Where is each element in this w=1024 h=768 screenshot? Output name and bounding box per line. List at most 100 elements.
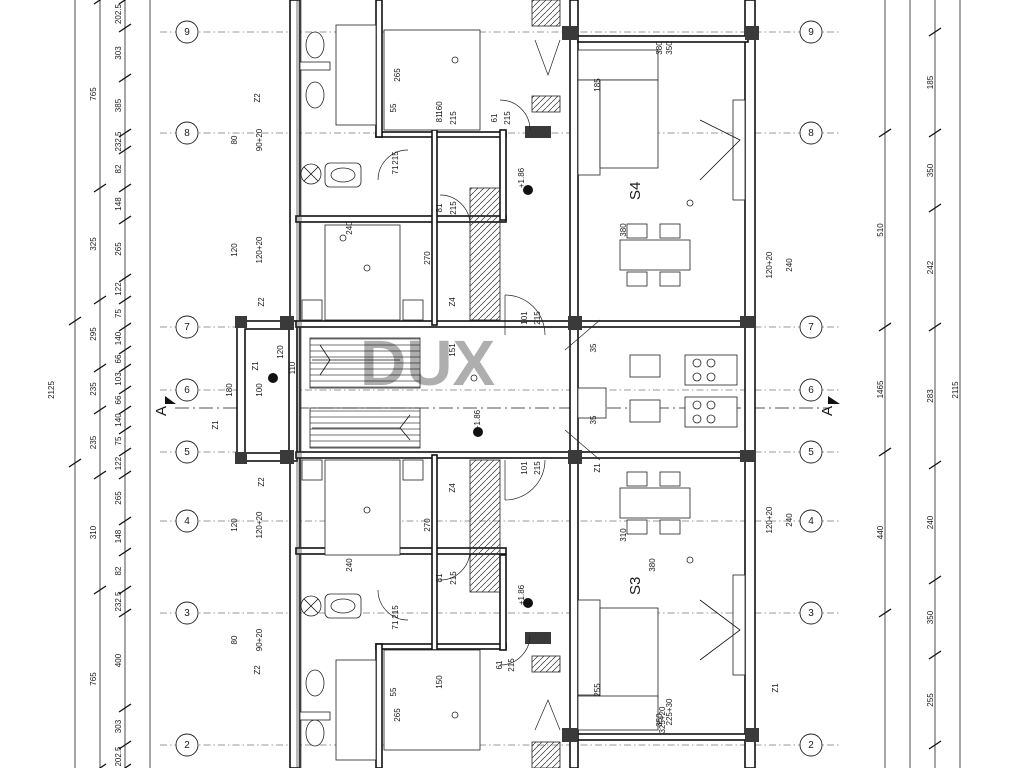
annotation-label: 380	[648, 558, 657, 572]
annotation-label: 270	[423, 251, 432, 265]
annotation-label: 215	[533, 311, 542, 325]
left-dimension-chains: 202.5303385232.5821482651227514066103661…	[47, 0, 151, 768]
annotation-label: +1.86	[473, 409, 482, 430]
dim-label: 303	[114, 46, 123, 60]
annotation-label: 215	[503, 111, 512, 125]
dim-label: 140	[114, 331, 123, 345]
dim-tick	[118, 516, 132, 526]
building-walls	[235, 0, 759, 768]
annotation-label: 35	[589, 343, 598, 352]
dim-tick	[118, 145, 132, 155]
dim-label: 765	[89, 87, 98, 101]
dim-tick	[118, 128, 132, 138]
grid-bubble: 5	[175, 440, 199, 464]
annotation-label: 120+20	[765, 251, 774, 278]
dim-label: 350	[926, 610, 935, 624]
grid-bubble: 9	[175, 20, 199, 44]
annotation-label: Z2	[257, 477, 266, 487]
dim-label: 202.5	[114, 3, 123, 24]
dim-label: 303	[114, 719, 123, 733]
dim-tick	[118, 447, 132, 457]
dim-label: 140	[114, 413, 123, 427]
grid-bubble: 7	[799, 315, 823, 339]
dim-tick	[118, 73, 132, 83]
grid-bubble: 6	[175, 378, 199, 402]
dim-tick	[68, 458, 82, 468]
annotation-label: Z2	[253, 93, 262, 103]
grid-bubble: 7	[175, 315, 199, 339]
annotation-label: 325+20	[658, 706, 667, 733]
staircase	[309, 337, 421, 449]
annotation-label: 120	[230, 518, 239, 532]
annotation-label: 350	[665, 41, 674, 55]
dim-tick	[68, 316, 82, 326]
dim-label: 385	[114, 98, 123, 112]
annotation-label: 71	[391, 620, 400, 629]
dim-label: 82	[114, 566, 123, 575]
grid-bubble: 3	[799, 601, 823, 625]
dim-label: 75	[114, 436, 123, 445]
section-arrow-right-icon	[828, 396, 840, 404]
annotation-label: 180	[225, 383, 234, 397]
annotation-label: 215	[449, 201, 458, 215]
dim-label: 510	[876, 223, 885, 237]
grid-bubble: 9	[799, 20, 823, 44]
annotation-label: Z1	[593, 463, 602, 473]
dim-label: 255	[926, 693, 935, 707]
dim-label: 148	[114, 529, 123, 543]
annotation-label: 160	[435, 101, 444, 115]
dim-label: 400	[114, 653, 123, 667]
annotation-label: 215	[449, 571, 458, 585]
annotation-label: 310	[619, 528, 628, 542]
dim-tick	[878, 322, 892, 332]
dimension-annotations: 90+2080120+20120100180120+2012090+208012…	[211, 41, 794, 734]
annotation-label: 215	[449, 111, 458, 125]
dim-label: 185	[926, 75, 935, 89]
annotation-label: 120	[230, 243, 239, 257]
annotation-label: +1.86	[517, 167, 526, 188]
dim-tick	[98, 763, 107, 768]
annotation-label: 265	[393, 68, 402, 82]
dim-tick	[928, 460, 942, 470]
grid-bubble-label: 5	[808, 447, 814, 458]
dim-label: 1465	[876, 380, 885, 398]
grid-bubble-label: 4	[808, 516, 814, 527]
watermark: DUX	[360, 327, 495, 399]
annotation-label: Z1	[771, 683, 780, 693]
hatched-units	[469, 0, 561, 768]
grid-bubble: 2	[175, 733, 199, 757]
annotation-label: 215	[533, 461, 542, 475]
annotation-label: 35	[589, 415, 598, 424]
dim-tick	[93, 295, 107, 305]
grid-bubble: 8	[799, 121, 823, 145]
dim-tick	[118, 23, 132, 33]
grid-bubble: 4	[175, 509, 199, 533]
annotation-label: 81	[435, 573, 444, 582]
dim-tick	[93, 183, 107, 193]
level-marker-icon	[473, 427, 483, 437]
annotation-label: 55	[389, 687, 398, 696]
annotation-label: 225+30	[665, 698, 674, 725]
light-symbols	[268, 56, 694, 719]
dim-tick	[928, 575, 942, 585]
annotation-label: 90+20	[255, 128, 264, 151]
room-label-s3: S3	[627, 577, 644, 595]
annotation-label: 81	[435, 203, 444, 212]
dim-label: 122	[114, 456, 123, 470]
dim-label: 283	[926, 389, 935, 403]
dim-tick	[118, 740, 132, 750]
annotation-label: 215	[507, 658, 516, 672]
dim-label: 265	[114, 242, 123, 256]
annotation-label: 350	[655, 713, 664, 727]
level-marker-icon	[523, 598, 533, 608]
dim-tick	[118, 470, 132, 480]
dim-tick	[118, 703, 132, 713]
dim-tick	[118, 183, 132, 193]
grid-bubble-label: 3	[808, 608, 814, 619]
annotation-label: 150	[435, 675, 444, 689]
annotation-label: 101	[520, 461, 529, 475]
dim-label: 66	[114, 354, 123, 363]
dim-tick	[118, 585, 132, 595]
dim-label: 82	[114, 164, 123, 173]
annotation-label: Z2	[253, 665, 262, 675]
